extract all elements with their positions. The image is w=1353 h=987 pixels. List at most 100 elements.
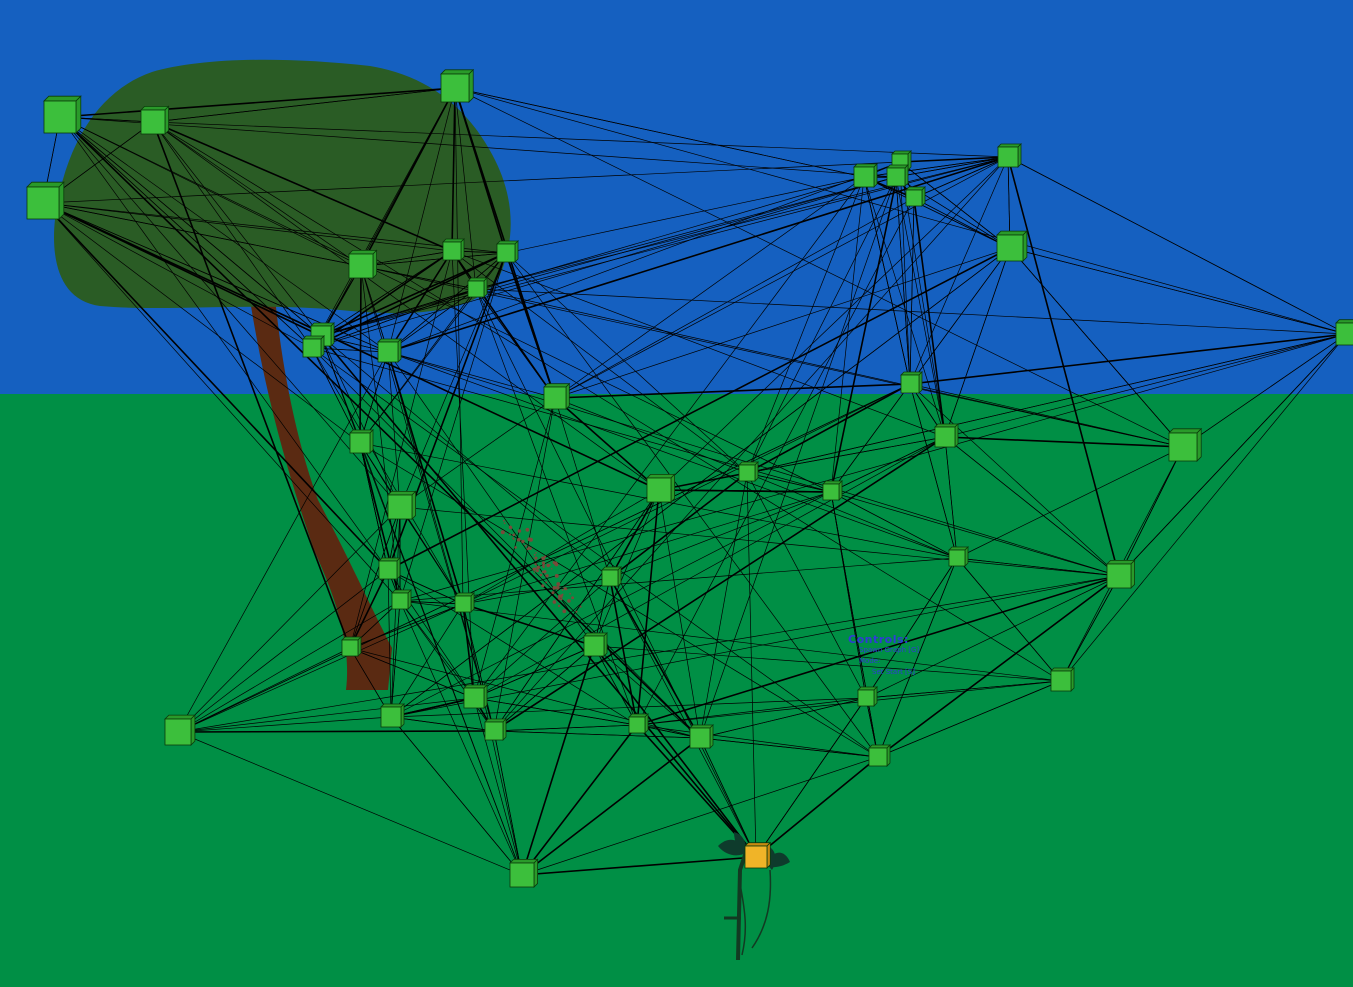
- green-cube-icon[interactable]: [509, 858, 539, 888]
- graph-edge: [387, 87, 456, 353]
- insect: [525, 527, 530, 532]
- green-cube-icon[interactable]: [454, 592, 475, 613]
- graph-edge: [865, 575, 1120, 699]
- graph-edge: [59, 116, 611, 579]
- green-cube-icon[interactable]: [822, 480, 843, 501]
- insect: [541, 561, 546, 565]
- insect: [516, 537, 521, 542]
- graph-edge: [152, 121, 660, 491]
- green-cube-icon[interactable]: [467, 277, 488, 298]
- graph-edge: [320, 335, 523, 876]
- green-cube-icon[interactable]: [857, 686, 878, 707]
- insect: [545, 574, 549, 578]
- green-cube-icon[interactable]: [43, 95, 82, 134]
- green-cube-icon[interactable]: [26, 181, 65, 220]
- green-cube-icon[interactable]: [140, 105, 170, 135]
- insect: [508, 525, 512, 528]
- graph-edge: [475, 288, 556, 399]
- graph-edge: [1060, 575, 1120, 682]
- green-cube-icon[interactable]: [380, 703, 405, 728]
- graph-edge: [895, 176, 911, 385]
- green-cube-icon[interactable]: [543, 382, 571, 410]
- green-cube-icon[interactable]: [868, 744, 891, 767]
- graph-edge: [913, 197, 946, 438]
- graph-edge: [360, 265, 389, 353]
- green-cube-icon[interactable]: [378, 557, 401, 580]
- insect: [543, 570, 547, 574]
- graph-edge: [909, 383, 1120, 577]
- graph-edge: [865, 680, 1062, 699]
- green-cube-icon[interactable]: [628, 713, 649, 734]
- graph-edge: [909, 383, 958, 559]
- graph-edge: [755, 697, 867, 858]
- insect: [554, 573, 559, 578]
- green-cube-icon[interactable]: [689, 724, 714, 749]
- graph-edge: [152, 87, 456, 123]
- graph-edge: [454, 87, 1348, 335]
- graph-edge: [320, 87, 456, 337]
- graph-edge: [636, 697, 867, 726]
- graph-edge: [913, 197, 1011, 249]
- green-cube-icon[interactable]: [164, 714, 196, 746]
- green-cube-icon[interactable]: [583, 632, 608, 657]
- graph-edge: [177, 697, 475, 733]
- green-cube-icon[interactable]: [900, 371, 923, 394]
- graph-edge: [454, 87, 464, 605]
- green-cube-icon[interactable]: [484, 718, 507, 741]
- green-cube-icon[interactable]: [997, 143, 1022, 168]
- graph-edge: [755, 756, 879, 858]
- green-cube-icon[interactable]: [1106, 559, 1136, 589]
- green-cube-icon[interactable]: [1050, 667, 1075, 692]
- green-cube-icon[interactable]: [934, 423, 959, 448]
- graph-edge: [909, 247, 1011, 385]
- insect: [550, 567, 553, 570]
- graph-edge: [1182, 333, 1348, 448]
- green-cube-icon[interactable]: [377, 338, 402, 363]
- green-cube-icon[interactable]: [601, 566, 622, 587]
- graph-edge: [956, 557, 1120, 577]
- graph-edge: [909, 197, 915, 385]
- green-cube-icon[interactable]: [1168, 427, 1203, 462]
- graph-edge: [387, 351, 464, 605]
- graph-edge: [387, 351, 556, 399]
- green-cube-icon[interactable]: [463, 684, 488, 709]
- graph-edge: [609, 577, 701, 739]
- graph-edge: [473, 697, 523, 876]
- graph-edge: [152, 121, 1009, 158]
- green-cube-icon[interactable]: [349, 429, 374, 454]
- green-cube-icon[interactable]: [738, 461, 759, 482]
- green-cube-icon[interactable]: [442, 238, 465, 261]
- graph-edge: [42, 202, 507, 254]
- graph-edge: [451, 250, 748, 474]
- highlighted-cube-icon[interactable]: [744, 841, 772, 869]
- graph-edge: [387, 250, 453, 353]
- graph-edge: [320, 335, 401, 508]
- insect: [534, 567, 537, 570]
- graph-edge: [59, 87, 456, 118]
- green-cube-icon[interactable]: [440, 68, 475, 103]
- graph-edge: [493, 489, 660, 732]
- graph-edge: [505, 252, 879, 758]
- graph-edge: [830, 161, 901, 493]
- graph-edge: [554, 176, 865, 399]
- green-cube-icon[interactable]: [391, 589, 412, 610]
- green-cube-icon[interactable]: [496, 240, 519, 263]
- green-cube-icon[interactable]: [1335, 319, 1353, 346]
- green-cube-icon[interactable]: [886, 164, 909, 187]
- graph-edge: [746, 383, 911, 474]
- insect: [527, 537, 532, 542]
- green-cube-icon[interactable]: [905, 186, 926, 207]
- green-cube-icon[interactable]: [948, 546, 969, 567]
- graph-edge: [473, 436, 946, 699]
- graph-edge: [877, 557, 958, 758]
- graph-edge: [177, 575, 1120, 733]
- green-cube-icon[interactable]: [853, 163, 878, 188]
- green-cube-icon[interactable]: [387, 490, 417, 520]
- green-cube-icon[interactable]: [302, 335, 325, 358]
- graph-edge: [349, 569, 389, 649]
- green-cube-icon[interactable]: [341, 636, 362, 657]
- green-cube-icon[interactable]: [646, 473, 676, 503]
- green-cube-icon[interactable]: [996, 230, 1028, 262]
- green-cube-icon[interactable]: [348, 249, 378, 279]
